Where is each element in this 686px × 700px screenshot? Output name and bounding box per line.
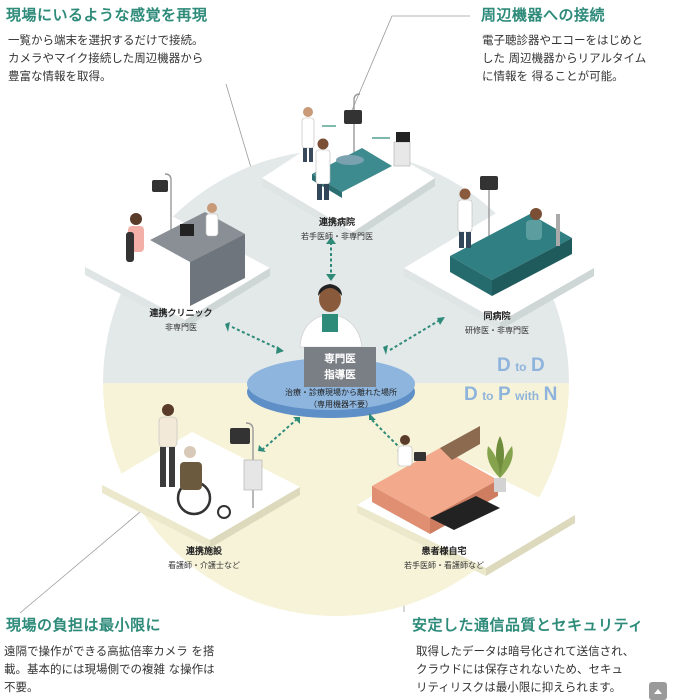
tag-letter: N: [543, 384, 558, 405]
desc-line: 遠隔で操作ができる高拡倍率カメラ を搭: [4, 644, 215, 658]
doctor-figure-icon: [315, 138, 331, 200]
desk-icon: [150, 212, 245, 306]
center-doctor-icon: [299, 284, 363, 348]
tag-d-to-d: D to D: [497, 355, 545, 377]
place-name: 患者様自宅: [421, 547, 467, 557]
tablet-icon: [414, 452, 426, 461]
arrow-heads: [225, 237, 445, 452]
place-sub: 研修医・非専門医: [465, 326, 529, 335]
desc-security: 取得したデータは暗号化されて送信され、 クラウドには保存されないため、セキュ リ…: [416, 642, 634, 696]
doctor-figure-icon: [457, 188, 473, 248]
tag-letter: D: [497, 355, 511, 376]
place-sub: 若手医師・非専門医: [301, 232, 373, 241]
desc-reality: 一覧から端末を選択するだけで接続。 カメラやマイク接続した周辺機器から 豊富な情…: [8, 31, 204, 85]
arrow-facility: [261, 419, 297, 451]
doctor-figure-icon: [205, 203, 219, 237]
desc-line: クラウドには保存されないため、セキュ: [416, 662, 623, 676]
desc-line: した 周辺機器からリアルタイム: [482, 51, 647, 65]
monitor-screen: [230, 428, 250, 444]
place-name: 連携施設: [185, 547, 222, 557]
scroll-top-button[interactable]: [649, 682, 667, 700]
ultrasound-machine-icon: [393, 132, 411, 167]
place-sub: 非専門医: [165, 323, 197, 332]
desc-peripherals: 電子聴診器やエコーをはじめと した 周辺機器からリアルタイム に情報を 得ること…: [482, 31, 646, 85]
desc-line: 電子聴診器やエコーをはじめと: [482, 33, 643, 47]
desc-line: 一覧から端末を選択するだけで接続。: [8, 33, 204, 47]
monitor-screen: [344, 110, 362, 124]
specialist-box: 専門医 指導医: [304, 347, 376, 387]
desc-line: に情報を 得ることが可能。: [482, 69, 624, 83]
leader-line-peripherals: [349, 15, 470, 116]
tag-letter: D: [464, 384, 478, 405]
laptop-icon: [180, 224, 194, 236]
desc-line: 載。基本的には現場側での複雑 な操作は: [4, 662, 215, 676]
connection-arrows: [231, 242, 441, 451]
wheelchair-icon: [176, 446, 231, 519]
arrow-same-hospital: [389, 319, 441, 351]
specialist-line: 指導医: [324, 369, 356, 381]
monitor-screen: [152, 180, 168, 192]
center-caption: 治療・診療現場から離れた場所 （専用機器不要）: [262, 387, 420, 411]
place-name: 同病院: [483, 312, 511, 322]
caption-line: 治療・診療現場から離れた場所: [285, 388, 397, 397]
caregiver-figure-icon: [158, 404, 178, 487]
caption-line: （専用機器不要）: [309, 400, 373, 409]
monitor-screen: [480, 176, 498, 190]
patient-figure-icon: [526, 208, 542, 240]
plant-icon: [487, 436, 513, 492]
heading-security: 安定した通信品質とセキュリティ: [412, 616, 644, 634]
equipment-box-icon: [243, 459, 263, 491]
desc-line: カメラやマイク接続した周辺機器から: [8, 51, 204, 65]
desc-line: 取得したデータは暗号化されて送信され、: [416, 644, 635, 658]
arrow-home: [371, 419, 401, 449]
desc-minimal-burden: 遠隔で操作ができる高拡倍率カメラ を搭 載。基本的には現場側での複雑 な操作は …: [4, 642, 215, 696]
monitor-stand-icon: [164, 173, 172, 238]
tag-letter: D: [530, 355, 545, 376]
circle-top-half: [103, 150, 569, 383]
desc-line: 不要。: [4, 680, 39, 694]
chevron-up-icon: [654, 689, 662, 694]
laptop-icon: [430, 496, 500, 530]
label-home: 患者様自宅 若手医師・看護師など: [398, 546, 490, 572]
label-facility: 連携施設 看護師・介護士など: [158, 546, 250, 572]
tag-word: with: [515, 389, 540, 403]
specialist-line: 専門医: [324, 353, 356, 365]
desc-line: 豊富な情報を取得。: [8, 69, 112, 83]
heading-minimal-burden: 現場の負担は最小限に: [6, 616, 162, 634]
desc-line: リティリスクは最小限に抑えられます。: [416, 680, 622, 694]
device-link-arrows: [322, 125, 390, 139]
heading-peripherals: 周辺機器への接続: [481, 6, 606, 24]
place-sub: 若手医師・看護師など: [404, 561, 484, 570]
tag-word: to: [482, 389, 494, 403]
label-same-hospital: 同病院 研修医・非専門医: [458, 311, 536, 337]
tag-word: to: [515, 360, 527, 374]
place-name: 連携クリニック: [149, 309, 213, 319]
label-clinic: 連携クリニック 非専門医: [138, 308, 224, 334]
place-sub: 看護師・介護士など: [168, 561, 240, 570]
patient-figure-icon: [126, 213, 144, 262]
label-hospital: 連携病院 若手医師・非専門医: [300, 217, 374, 243]
nurse-figure-icon: [397, 435, 413, 467]
tag-d-to-p-with-n: D to P with N: [464, 384, 557, 406]
tag-letter: P: [497, 384, 511, 405]
place-name: 連携病院: [318, 218, 355, 228]
heading-reality: 現場にいるような感覚を再現: [6, 6, 208, 24]
doctor-figure-icon: [301, 107, 315, 162]
